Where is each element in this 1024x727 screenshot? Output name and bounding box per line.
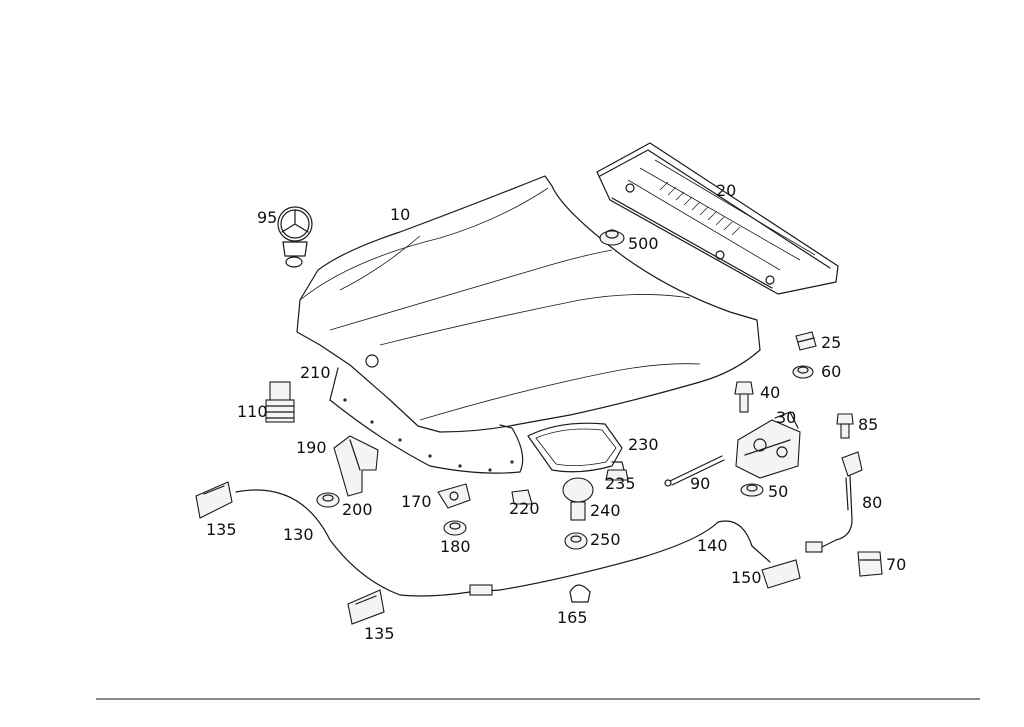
part-135-handle-lower bbox=[347, 589, 385, 625]
part-110-buffer bbox=[265, 381, 295, 423]
part-190-bracket bbox=[333, 435, 379, 497]
label-60: 60 bbox=[821, 362, 841, 381]
label-150: 150 bbox=[731, 568, 762, 587]
label-170: 170 bbox=[401, 492, 432, 511]
label-165: 165 bbox=[557, 608, 588, 627]
label-70: 70 bbox=[886, 555, 906, 574]
label-85: 85 bbox=[858, 415, 878, 434]
label-500: 500 bbox=[628, 234, 659, 253]
part-200-grommet bbox=[316, 492, 340, 508]
label-30: 30 bbox=[776, 408, 796, 427]
label-90: 90 bbox=[690, 474, 710, 493]
label-50: 50 bbox=[768, 482, 788, 501]
label-140: 140 bbox=[697, 536, 728, 555]
label-95: 95 bbox=[257, 208, 277, 227]
part-40-bolt bbox=[734, 381, 754, 413]
label-235: 235 bbox=[605, 474, 636, 493]
part-25-clip bbox=[795, 331, 817, 351]
label-130: 130 bbox=[283, 525, 314, 544]
label-220: 220 bbox=[509, 499, 540, 518]
label-240: 240 bbox=[590, 501, 621, 520]
part-170-lever bbox=[437, 483, 471, 509]
part-230-pad bbox=[527, 422, 623, 473]
part-30-hood-lock bbox=[735, 411, 801, 479]
part-20-cowl-panel bbox=[596, 142, 839, 295]
part-180-grommet bbox=[443, 520, 467, 536]
part-135-handle-upper bbox=[195, 481, 233, 519]
label-135-lower: 135 bbox=[364, 624, 395, 643]
label-210: 210 bbox=[300, 363, 331, 382]
part-140-cable bbox=[469, 520, 771, 596]
part-240-buffer bbox=[562, 477, 594, 521]
label-230: 230 bbox=[628, 435, 659, 454]
part-130-cable bbox=[235, 489, 471, 597]
part-250-nut bbox=[564, 532, 588, 550]
label-250: 250 bbox=[590, 530, 621, 549]
label-80: 80 bbox=[862, 493, 882, 512]
label-200: 200 bbox=[342, 500, 373, 519]
label-10: 10 bbox=[390, 205, 410, 224]
part-70-connector bbox=[857, 551, 883, 577]
label-25: 25 bbox=[821, 333, 841, 352]
part-10-hood bbox=[296, 175, 761, 433]
part-165-clip bbox=[569, 584, 591, 603]
label-20: 20 bbox=[716, 181, 736, 200]
part-235-clip bbox=[605, 461, 629, 481]
label-135-upper: 135 bbox=[206, 520, 237, 539]
part-220-clip bbox=[511, 489, 533, 505]
label-190: 190 bbox=[296, 438, 327, 457]
label-40: 40 bbox=[760, 383, 780, 402]
part-500-grommet bbox=[599, 229, 625, 246]
part-90-rod bbox=[664, 455, 725, 487]
part-85-bolt bbox=[836, 413, 854, 439]
part-80-switch bbox=[805, 451, 863, 553]
label-180: 180 bbox=[440, 537, 471, 556]
part-95-star-emblem bbox=[277, 206, 313, 268]
part-210-seal bbox=[329, 367, 524, 474]
part-50-grommet bbox=[740, 483, 764, 497]
label-110: 110 bbox=[237, 402, 268, 421]
part-60-grommet bbox=[792, 365, 814, 379]
part-150-release-lever bbox=[761, 559, 801, 589]
